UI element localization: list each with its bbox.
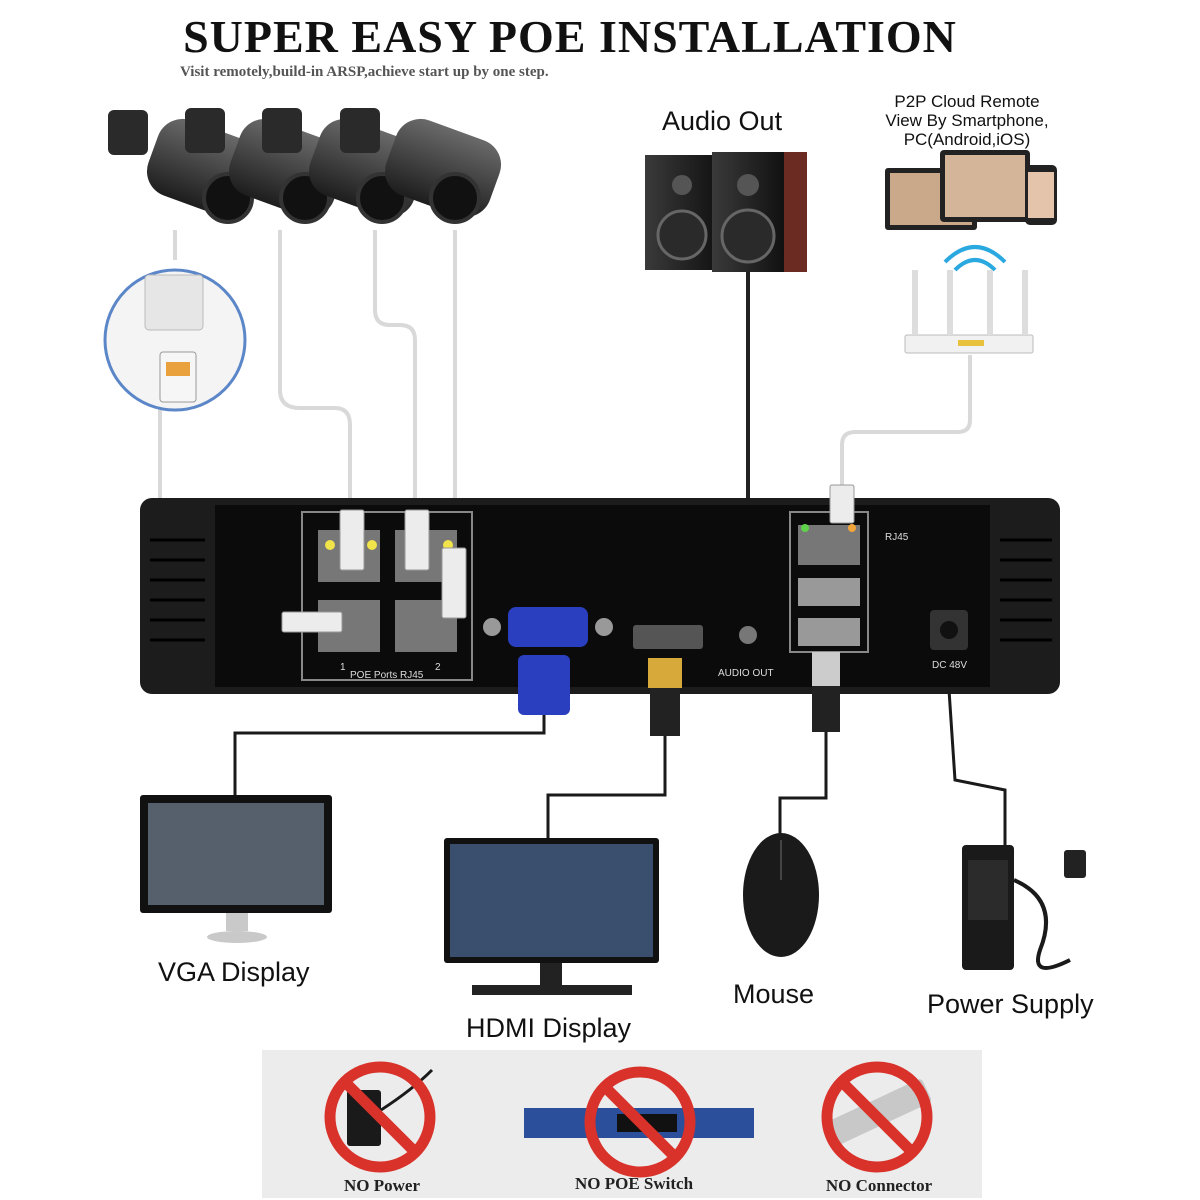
rj45-zoom-icon (103, 268, 247, 412)
wiring-diagram: 1 POE Ports RJ45 2 RJ45 AUDIO OUT DC 48V (103, 108, 1086, 995)
vga-display-label: VGA Display (158, 957, 310, 987)
p2p-line-2: View By Smartphone, (885, 111, 1049, 130)
power-supply-label: Power Supply (927, 989, 1094, 1019)
router-icon (904, 270, 1034, 354)
camera-icon (340, 108, 502, 224)
wifi-icon (943, 245, 1007, 272)
router-cable (840, 355, 972, 485)
mouse-label: Mouse (733, 979, 815, 1009)
usb-plug (778, 652, 840, 835)
hdmi-plug (546, 658, 682, 840)
prohibit-icon (821, 1061, 933, 1173)
audio-out-panel-label: AUDIO OUT (718, 668, 774, 679)
power-supply-icon (962, 845, 1086, 970)
poe-port-1-label: 1 (340, 662, 346, 673)
poe-port-2-label: 2 (435, 662, 441, 673)
power-cable (947, 689, 1007, 845)
speakers-icon (645, 152, 807, 272)
poe-ports-label: POE Ports RJ45 (350, 670, 424, 681)
remote-devices-icon (885, 150, 1057, 230)
page-title: SUPER EASY POE INSTALLATION (183, 11, 957, 62)
rj45-label: RJ45 (885, 532, 909, 543)
audio-out-label: Audio Out (662, 106, 783, 136)
vga-plug (233, 655, 570, 795)
p2p-line-3: PC(Android,iOS) (903, 130, 1031, 149)
prohibit-icon (324, 1061, 436, 1173)
no-connector-label: NO Connector (825, 1176, 933, 1195)
vga-monitor-icon (140, 795, 332, 943)
mouse-icon (743, 833, 819, 957)
page-subtitle: Visit remotely,build-in ARSP,achieve sta… (180, 64, 549, 80)
hdmi-display-label: HDMI Display (466, 1013, 632, 1043)
no-poe-switch-label: NO POE Switch (574, 1174, 694, 1193)
dc-label: DC 48V (932, 660, 967, 671)
prohibited-items-bar: NO Power NO POE Switch NO Connector (262, 1050, 982, 1198)
p2p-label: P2P Cloud Remote View By Smartphone, PC(… (872, 92, 1062, 149)
no-power-label: NO Power (343, 1176, 420, 1195)
nvr-recorder (140, 498, 1060, 694)
prohibited-icons (324, 1061, 933, 1178)
camera-group (108, 108, 502, 224)
poe-connectors (281, 484, 855, 633)
prohibit-icon (584, 1066, 696, 1178)
p2p-line-1: P2P Cloud Remote (894, 92, 1040, 111)
hdmi-monitor-icon (444, 838, 659, 995)
